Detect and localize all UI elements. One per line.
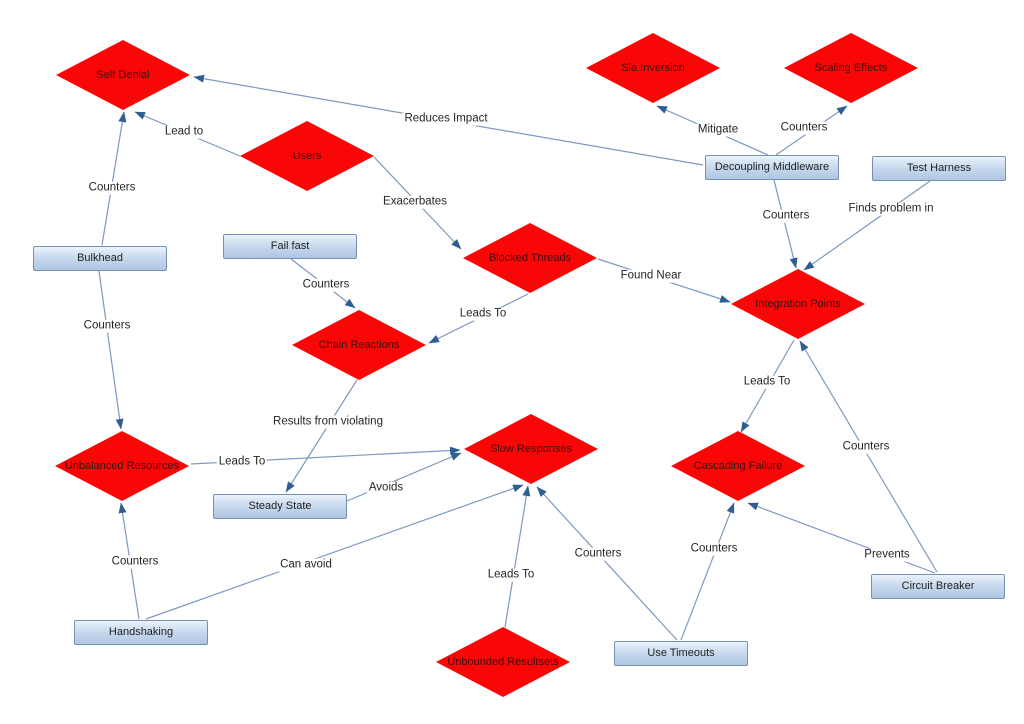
edge-label-steady-state--slow-responses: Avoids (366, 481, 406, 495)
node-label-steady-state: Steady State (248, 500, 312, 512)
node-use-timeouts[interactable]: Use Timeouts (614, 640, 748, 666)
edge-use-timeouts--slow-responses (536, 486, 678, 641)
node-circuit-breaker[interactable]: Circuit Breaker (871, 573, 1005, 599)
node-label-scaling-effects: Scaling Effects (814, 62, 888, 74)
node-label-integration-points: Integration Points (755, 298, 841, 310)
edge-label-decoupling-middleware--sla-inversion: Mitigate (695, 123, 741, 137)
node-label-users: Users (292, 150, 322, 162)
edge-steady-state--slow-responses (346, 452, 462, 502)
edge-label-unbounded-resultsets--slow-responses: Leads To (485, 568, 537, 582)
edge-label-bulkhead--unbalanced-resources: Counters (81, 319, 133, 333)
node-label-use-timeouts: Use Timeouts (647, 647, 715, 659)
edge-label-blocked-threads--chain-reactions: Leads To (457, 307, 509, 321)
edge-label-decoupling-middleware--integration-points: Counters (760, 209, 812, 223)
edge-label-bulkhead--self-denial: Counters (86, 181, 138, 195)
node-label-decoupling-middleware: Decoupling Middleware (714, 161, 830, 173)
edge-label-handshaking--unbalanced-resources: Counters (109, 555, 161, 569)
edge-label-users--blocked-threads: Exacerbates (381, 195, 449, 209)
edge-label-users--self-denial: Lead to (162, 125, 206, 139)
node-label-chain-reactions: Chain Reactions (318, 339, 400, 351)
edge-handshaking--slow-responses (145, 484, 524, 620)
node-label-unbounded-resultsets: Unbounded Resultsets (447, 656, 559, 668)
edge-label-decoupling-middleware--scaling-effects: Counters (778, 121, 830, 135)
node-bulkhead[interactable]: Bulkhead (33, 245, 167, 271)
edge-bulkhead--self-denial (101, 111, 127, 246)
edge-unbounded-resultsets--slow-responses (504, 485, 531, 628)
edge-label-unbalanced-resources--slow-responses: Leads To (216, 455, 268, 469)
node-label-sla-inversion: Sla Inversion (621, 62, 685, 74)
edge-label-circuit-breaker--cascading-failure: Prevents (862, 548, 912, 562)
edge-label-use-timeouts--slow-responses: Counters (572, 547, 624, 561)
node-steady-state[interactable]: Steady State (213, 493, 347, 519)
node-label-self-denial: Self Denial (96, 69, 150, 81)
node-label-test-harness: Test Harness (906, 162, 972, 174)
node-label-fail-fast: Fail fast (270, 240, 310, 252)
edge-label-blocked-threads--integration-points: Found Near (618, 269, 684, 283)
edge-chain-reactions--steady-state (285, 379, 358, 493)
node-test-harness[interactable]: Test Harness (872, 155, 1006, 181)
edge-lines (98, 74, 938, 641)
node-decoupling-middleware[interactable]: Decoupling Middleware (705, 154, 839, 180)
edge-label-circuit-breaker--integration-points: Counters (840, 440, 892, 454)
node-label-bulkhead: Bulkhead (77, 252, 123, 264)
node-label-unbalanced-resources: Unbalanced Resources (64, 460, 180, 472)
edge-use-timeouts--cascading-failure (680, 502, 735, 641)
node-handshaking[interactable]: Handshaking (74, 619, 208, 645)
edge-label-chain-reactions--steady-state: Results from violating (271, 415, 385, 429)
node-label-cascading-failure: Cascading Failure (693, 460, 783, 472)
edge-label-test-harness--integration-points: Finds problem in (846, 202, 936, 216)
edge-circuit-breaker--cascading-failure (747, 502, 936, 574)
node-label-circuit-breaker: Circuit Breaker (901, 580, 975, 592)
edge-label-use-timeouts--cascading-failure: Counters (688, 542, 740, 556)
edge-label-handshaking--slow-responses: Can avoid (278, 558, 334, 572)
edge-decoupling-middleware--integration-points (773, 179, 798, 269)
edge-label-decoupling-middleware--self-denial: Reduces Impact (402, 112, 490, 126)
edge-bulkhead--unbalanced-resources (98, 270, 124, 430)
edge-label-integration-points--cascading-failure: Leads To (741, 375, 793, 389)
node-label-blocked-threads: Blocked Threads (488, 252, 572, 264)
edge-test-harness--integration-points (803, 180, 931, 271)
node-fail-fast[interactable]: Fail fast (223, 233, 357, 259)
edge-circuit-breaker--integration-points (799, 340, 938, 573)
node-label-handshaking: Handshaking (108, 626, 174, 638)
node-label-slow-responses: Slow Responses (490, 443, 572, 455)
edge-label-fail-fast--chain-reactions: Counters (300, 278, 352, 292)
